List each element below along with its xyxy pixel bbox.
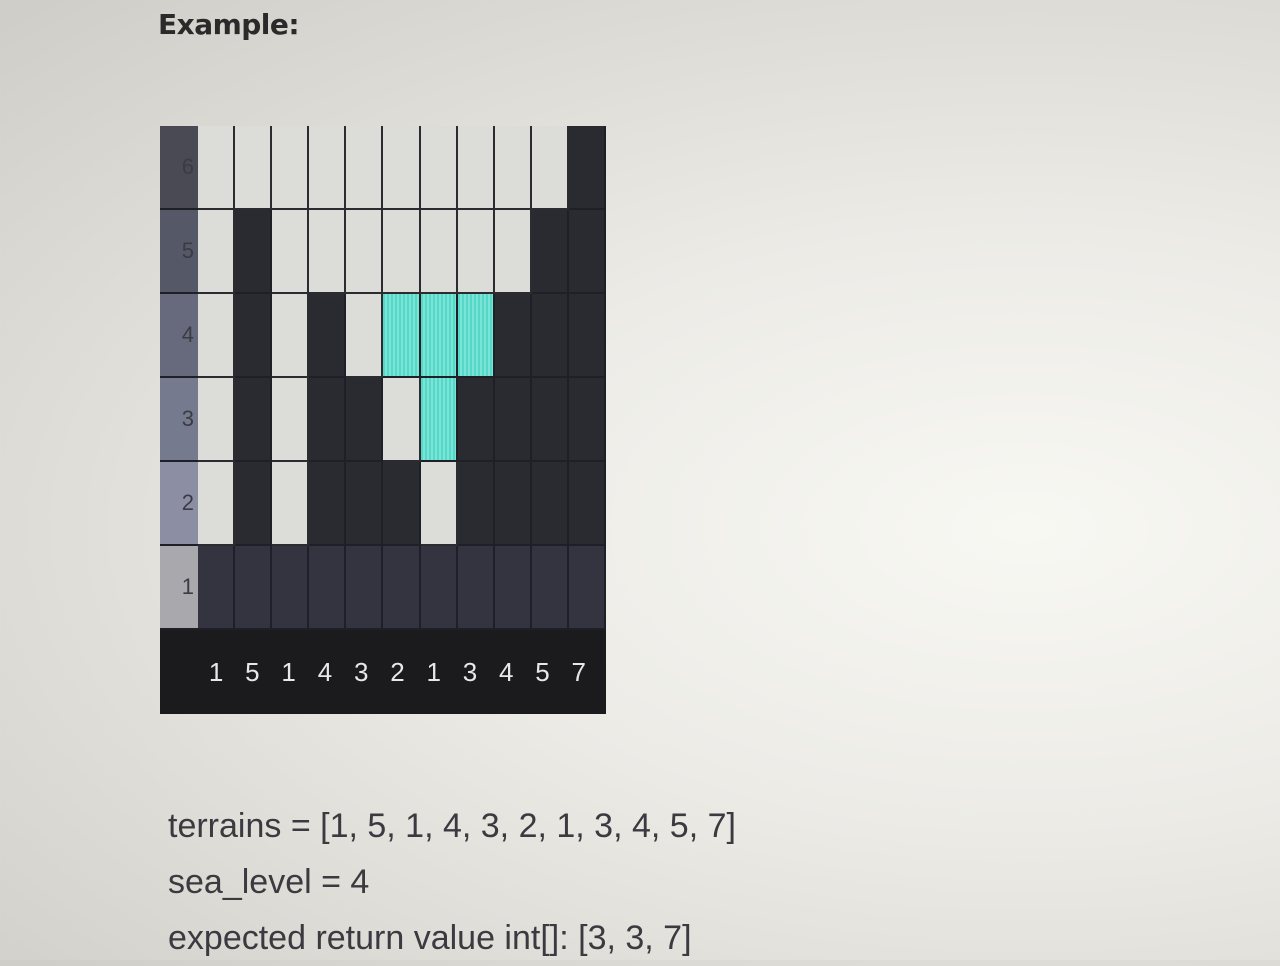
land-cell [494, 462, 532, 546]
land-cell [457, 462, 495, 546]
air-cell [272, 462, 310, 546]
x-axis-label: 2 [390, 657, 405, 687]
land-cell [235, 546, 273, 630]
land-cell [531, 546, 569, 630]
land-cell [568, 378, 606, 462]
example-text: terrains = [1, 5, 1, 4, 3, 2, 1, 3, 4, 5… [168, 798, 736, 966]
land-cell [198, 546, 236, 630]
air-cell [346, 294, 384, 378]
water-cell [383, 294, 421, 378]
water-cell [420, 294, 458, 378]
air-cell [457, 210, 495, 294]
air-cell [494, 210, 532, 294]
air-cell [457, 126, 495, 210]
land-cell [531, 378, 569, 462]
land-cell [235, 378, 273, 462]
air-cell [198, 378, 236, 462]
air-cell [198, 126, 236, 210]
land-cell [494, 378, 532, 462]
y-axis-label: 4 [160, 294, 198, 378]
water-cell [457, 294, 495, 378]
land-cell [235, 210, 273, 294]
air-cell [198, 210, 236, 294]
land-cell [568, 126, 606, 210]
sea-level-line: sea_level = 4 [168, 863, 370, 901]
air-cell [531, 126, 569, 210]
land-cell [309, 546, 347, 630]
x-axis-label: 5 [245, 657, 260, 687]
air-cell [383, 378, 421, 462]
air-cell [420, 210, 458, 294]
land-cell [346, 462, 384, 546]
y-axis-label: 1 [160, 546, 198, 630]
land-cell [309, 294, 347, 378]
air-cell [272, 210, 310, 294]
air-cell [420, 126, 458, 210]
land-cell [568, 210, 606, 294]
air-cell [346, 210, 384, 294]
air-cell [383, 210, 421, 294]
air-cell [383, 126, 421, 210]
land-cell [235, 462, 273, 546]
air-cell [272, 294, 310, 378]
land-cell [568, 546, 606, 630]
y-axis-label: 5 [160, 210, 198, 294]
land-cell [420, 546, 458, 630]
air-cell [272, 126, 310, 210]
expected-return-line: expected return value int[]: [3, 3, 7] [168, 919, 692, 957]
land-cell [531, 462, 569, 546]
land-cell [235, 294, 273, 378]
land-cell [383, 462, 421, 546]
air-cell [309, 126, 347, 210]
air-cell [198, 294, 236, 378]
air-cell [494, 126, 532, 210]
x-axis-label: 4 [317, 657, 333, 687]
air-cell [235, 126, 273, 210]
x-axis-label: 7 [571, 657, 587, 687]
land-cell [457, 378, 495, 462]
x-axis-label: 1 [426, 657, 441, 687]
air-cell [272, 378, 310, 462]
land-cell [346, 546, 384, 630]
x-axis-label: 5 [535, 657, 550, 687]
land-cell [494, 294, 532, 378]
land-cell [272, 546, 310, 630]
x-axis-label: 1 [208, 657, 224, 687]
y-axis-label: 2 [160, 462, 198, 546]
water-cell [420, 378, 458, 462]
y-axis-label: 3 [160, 378, 198, 462]
land-cell [309, 462, 347, 546]
land-cell [531, 210, 569, 294]
land-cell [494, 546, 532, 630]
example-heading: Example: [158, 8, 300, 41]
x-axis-label: 1 [281, 657, 296, 687]
air-cell [420, 462, 458, 546]
air-cell [198, 462, 236, 546]
x-axis-label: 3 [353, 657, 369, 687]
land-cell [346, 378, 384, 462]
land-cell [531, 294, 569, 378]
air-cell [346, 126, 384, 210]
land-cell [309, 378, 347, 462]
land-cell [568, 294, 606, 378]
terrains-line: terrains = [1, 5, 1, 4, 3, 2, 1, 3, 4, 5… [168, 807, 736, 845]
land-cell [457, 546, 495, 630]
air-cell [309, 210, 347, 294]
y-axis-label: 6 [160, 126, 198, 210]
x-axis-label: 4 [499, 657, 514, 687]
land-cell [383, 546, 421, 630]
land-cell [568, 462, 606, 546]
x-axis-label: 3 [462, 657, 478, 687]
